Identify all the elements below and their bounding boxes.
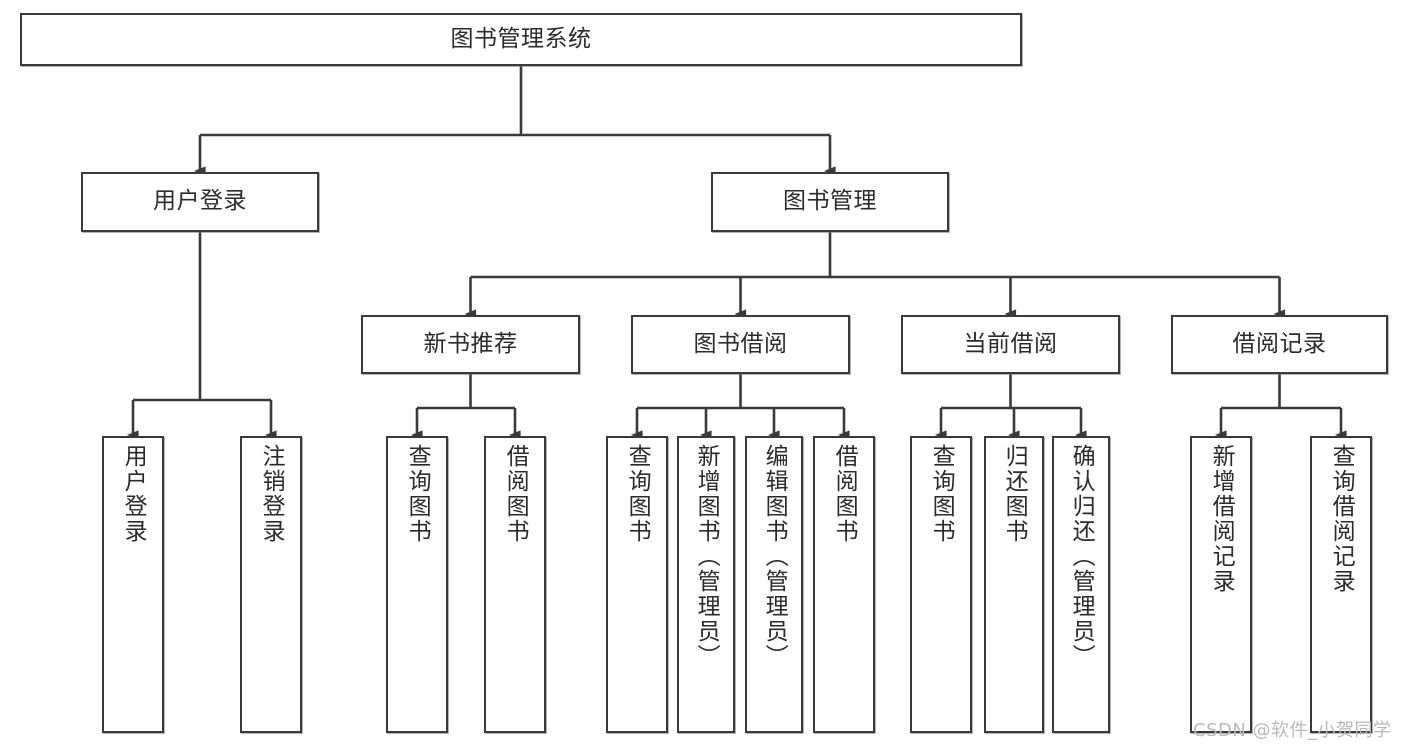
node-user-login[interactable]: 用户登录 [81,172,319,232]
node-borrow-record[interactable]: 借阅记录 [1171,315,1388,374]
node-leaf-query-book-1[interactable]: 查询图书 [386,436,448,733]
node-label: 当前借阅 [963,330,1058,357]
node-label: 图书借阅 [693,330,788,357]
node-label: 注销登录 [258,444,285,544]
node-book-manage[interactable]: 图书管理 [711,172,949,232]
node-label: 新增图书（管理员） [693,444,720,669]
node-label: 查询图书 [404,444,431,544]
node-leaf-add-record[interactable]: 新增借阅记录 [1190,436,1252,733]
node-label: 编辑图书（管理员） [761,444,788,669]
node-leaf-borrow-book-1[interactable]: 借阅图书 [484,436,546,733]
node-leaf-confirm-return[interactable]: 确认归还（管理员） [1052,436,1110,733]
node-leaf-add-book[interactable]: 新增图书（管理员） [677,436,735,733]
node-label: 查询图书 [624,444,651,544]
node-new-book-recommend[interactable]: 新书推荐 [361,315,580,374]
node-label: 新增借阅记录 [1208,444,1235,594]
node-label: 归还图书 [1001,444,1028,544]
node-leaf-query-record[interactable]: 查询借阅记录 [1310,436,1372,733]
node-leaf-borrow-book-2[interactable]: 借阅图书 [813,436,875,733]
node-leaf-edit-book[interactable]: 编辑图书（管理员） [745,436,803,733]
node-label: 借阅记录 [1232,330,1327,357]
node-leaf-return-book[interactable]: 归还图书 [984,436,1044,733]
node-label: 图书管理 [783,188,877,215]
node-label: 用户登录 [153,188,247,215]
node-label: 借阅图书 [502,444,529,544]
node-label: 查询借阅记录 [1328,444,1355,594]
node-current-borrow[interactable]: 当前借阅 [901,315,1120,374]
node-label: 图书管理系统 [450,25,592,52]
watermark-text: CSDN @软件_小贺同学 [1193,720,1392,741]
node-label: 确认归还（管理员） [1068,444,1095,669]
node-label: 借阅图书 [831,444,858,544]
node-label: 新书推荐 [423,330,518,357]
node-root-system[interactable]: 图书管理系统 [20,13,1022,66]
node-label: 查询图书 [928,444,955,544]
node-leaf-user-login[interactable]: 用户登录 [102,436,164,733]
node-label: 用户登录 [120,444,147,544]
node-leaf-query-book-3[interactable]: 查询图书 [910,436,972,733]
node-book-borrow[interactable]: 图书借阅 [631,315,850,374]
node-leaf-logout[interactable]: 注销登录 [240,436,302,733]
node-leaf-query-book-2[interactable]: 查询图书 [606,436,668,733]
